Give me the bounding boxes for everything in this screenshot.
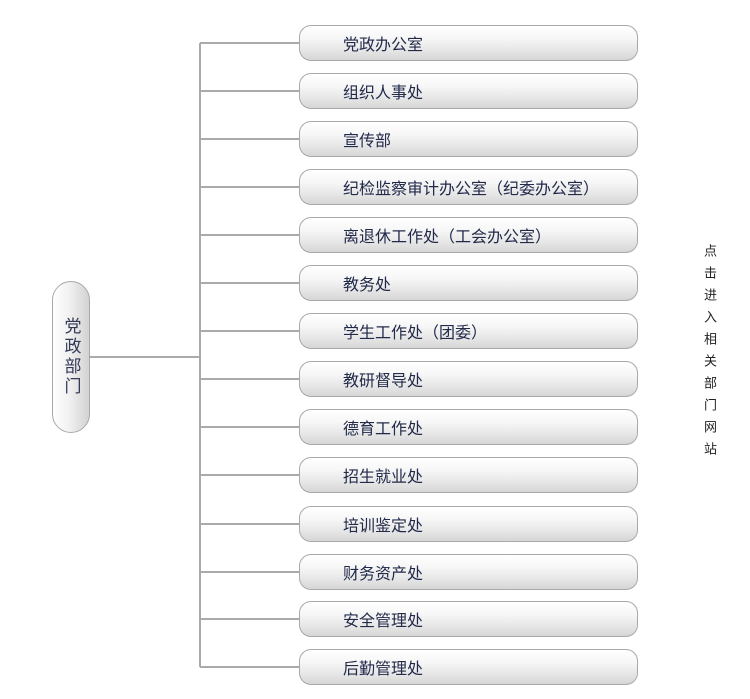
- department-node[interactable]: 财务资产处: [299, 554, 638, 590]
- root-node-party-government-departments: 党政部门: [52, 281, 90, 433]
- department-label: 宣传部: [343, 131, 392, 150]
- department-node[interactable]: 宣传部: [299, 121, 638, 157]
- department-label: 组织人事处: [343, 83, 424, 102]
- department-label: 离退休工作处（工会办公室）: [343, 227, 552, 246]
- department-label: 教务处: [343, 275, 392, 294]
- department-node[interactable]: 党政办公室: [299, 25, 638, 61]
- department-label: 招生就业处: [343, 467, 424, 486]
- department-node[interactable]: 后勤管理处: [299, 649, 638, 685]
- department-node[interactable]: 教务处: [299, 265, 638, 301]
- department-label: 党政办公室: [343, 35, 424, 54]
- department-node[interactable]: 学生工作处（团委）: [299, 313, 638, 349]
- department-node[interactable]: 教研督导处: [299, 361, 638, 397]
- department-label: 学生工作处（团委）: [343, 323, 488, 342]
- department-node[interactable]: 培训鉴定处: [299, 506, 638, 542]
- department-node[interactable]: 纪检监察审计办公室（纪委办公室）: [299, 169, 638, 205]
- department-label: 教研督导处: [343, 371, 424, 390]
- root-node-label: 党政部门: [60, 317, 81, 397]
- department-label: 安全管理处: [343, 611, 424, 630]
- department-label: 德育工作处: [343, 419, 424, 438]
- department-node[interactable]: 离退休工作处（工会办公室）: [299, 217, 638, 253]
- department-node[interactable]: 组织人事处: [299, 73, 638, 109]
- department-label: 后勤管理处: [343, 659, 424, 678]
- department-node[interactable]: 安全管理处: [299, 601, 638, 637]
- department-node[interactable]: 德育工作处: [299, 409, 638, 445]
- department-label: 培训鉴定处: [343, 516, 424, 535]
- department-label: 纪检监察审计办公室（纪委办公室）: [343, 179, 600, 198]
- department-node[interactable]: 招生就业处: [299, 457, 638, 493]
- hint-text: 点击进入相关部门网站: [701, 244, 716, 464]
- department-label: 财务资产处: [343, 564, 424, 583]
